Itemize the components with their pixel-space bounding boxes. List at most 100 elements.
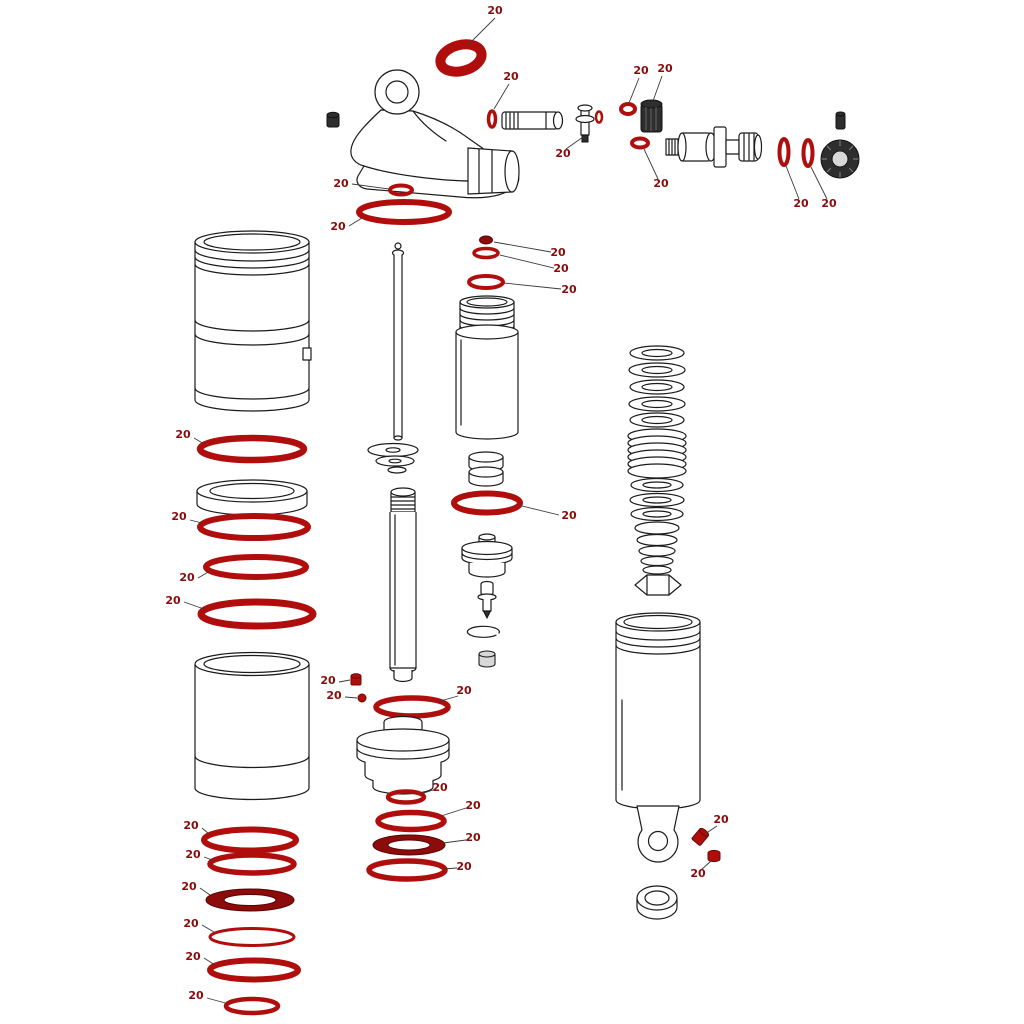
callout: 20 [810, 166, 837, 210]
callout-label: 20 [550, 246, 566, 259]
o-ring-seal [223, 996, 281, 1016]
callout-label: 20 [553, 262, 569, 275]
callout-leader-line [199, 887, 211, 896]
callout-label: 20 [456, 860, 472, 873]
callout-leader-line [197, 570, 211, 579]
callout: 20 [643, 148, 669, 190]
ifp-damper-body [455, 295, 519, 440]
mounting-nut [707, 849, 721, 863]
o-ring-seal [201, 826, 299, 854]
o-ring-seal [356, 199, 452, 225]
callout-label: 20 [171, 510, 187, 523]
air-valve-shaft [501, 111, 564, 130]
callout-leader-line [442, 839, 467, 844]
callout: 20 [185, 848, 216, 862]
o-ring-seal [594, 110, 604, 124]
callout-leader-line [493, 241, 552, 253]
callout-label: 20 [561, 509, 577, 522]
callout-label: 20 [713, 813, 729, 826]
callout: 20 [171, 510, 203, 524]
callout-label: 20 [432, 781, 448, 794]
set-screw [326, 111, 340, 128]
callout: 20 [704, 813, 729, 835]
o-ring-seal [451, 490, 523, 516]
callout-label: 20 [183, 917, 199, 930]
callout: 20 [420, 781, 448, 795]
callout-leader-line [348, 217, 363, 227]
callout-leader-line [700, 860, 712, 871]
callout-label: 20 [503, 70, 519, 83]
callout: 20 [183, 819, 210, 835]
circlip [466, 625, 500, 638]
callout-label: 20 [456, 684, 472, 697]
callout-leader-line [189, 519, 203, 524]
callout-leader-line [565, 136, 584, 150]
compression-valve-assembly [665, 126, 763, 168]
rebound-adjuster-knob [820, 139, 860, 179]
seal-screw [350, 673, 362, 686]
callout: 20 [628, 64, 649, 104]
damper-shaft [389, 487, 417, 683]
callout-leader-line [351, 183, 390, 190]
callout-label: 20 [633, 64, 649, 77]
callout-label: 20 [333, 177, 349, 190]
callout-leader-line [493, 83, 510, 110]
adjuster-knob-small [640, 99, 663, 133]
callout-label: 20 [330, 220, 346, 233]
seal-ring-wide [205, 888, 295, 912]
callout-leader-line [206, 997, 230, 1005]
o-ring-seal [630, 136, 650, 150]
o-ring-seal [373, 695, 451, 719]
callout-leader-line [203, 856, 216, 862]
o-ring-seal [366, 858, 448, 882]
callout-label: 20 [657, 62, 673, 75]
callout-leader-line [517, 504, 560, 516]
callout: 20 [183, 917, 215, 933]
callout-label: 20 [690, 867, 706, 880]
wave-spring-stack [627, 345, 687, 575]
o-ring-seal [385, 789, 427, 805]
callout: 20 [330, 217, 363, 233]
upper-air-can [194, 230, 312, 412]
o-ring-seal [801, 138, 815, 168]
callout-label: 20 [320, 674, 336, 687]
valve-core [575, 104, 595, 143]
callout-leader-line [201, 924, 215, 933]
callout-label: 20 [185, 950, 201, 963]
callout-leader-line [440, 807, 467, 817]
collar-seal-ring [435, 39, 487, 77]
callout-leader-line [420, 789, 434, 795]
o-ring-seal [197, 598, 317, 630]
callout: 20 [165, 594, 205, 610]
callout: 20 [785, 165, 809, 210]
mounting-eyelet-assembly [350, 69, 520, 199]
callout-label: 20 [653, 177, 669, 190]
callout: 20 [499, 254, 569, 275]
callout: 20 [188, 989, 230, 1005]
callout-label: 20 [179, 571, 195, 584]
callout: 20 [555, 136, 584, 160]
callout-label: 20 [793, 197, 809, 210]
callout: 20 [503, 282, 577, 296]
shock-body [615, 612, 701, 863]
callout: 20 [175, 428, 205, 445]
o-ring-seal [472, 246, 500, 260]
spacer-ring [196, 479, 308, 516]
callout: 20 [326, 689, 358, 702]
callout-label: 20 [181, 880, 197, 893]
callout-leader-line [338, 679, 351, 683]
o-ring-seal [777, 137, 791, 167]
seal-ring-wide [372, 834, 446, 856]
callout-label: 20 [465, 831, 481, 844]
callout: 20 [185, 950, 216, 966]
o-ring-seal [619, 102, 637, 116]
callout-leader-line [436, 695, 459, 703]
o-ring-seal [207, 852, 297, 876]
callout-leader-line [499, 254, 555, 269]
callout: 20 [179, 570, 211, 584]
callout-label: 20 [561, 283, 577, 296]
o-ring-seal [208, 927, 296, 947]
callout-leader-line [183, 601, 205, 610]
o-ring-seal [486, 109, 498, 129]
